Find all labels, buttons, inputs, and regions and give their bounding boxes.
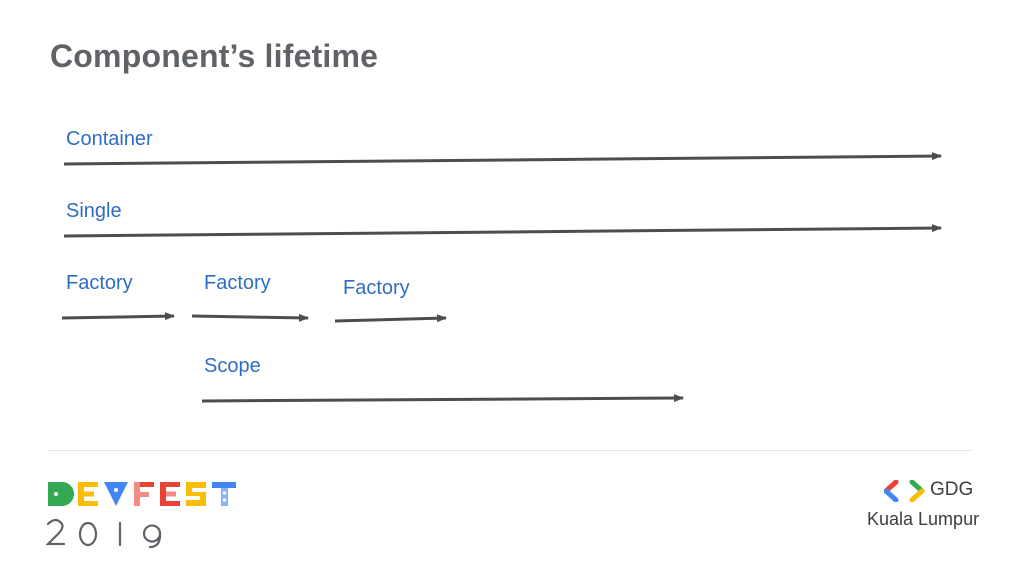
devfest-2019-logo [46, 482, 236, 549]
gdg-logo-icon [884, 480, 925, 502]
scope-label: Scope [204, 355, 261, 377]
factory-label-1: Factory [66, 272, 133, 294]
factory-arrow-2 [191, 313, 309, 322]
container-label: Container [66, 128, 153, 150]
factory-label-3: Factory [343, 277, 410, 299]
factory-arrow-1 [61, 312, 175, 321]
factory-label-2: Factory [204, 272, 271, 294]
gdg-name: GDG [930, 479, 974, 500]
slide-title: Component’s lifetime [50, 38, 379, 74]
gdg-city: Kuala Lumpur [867, 509, 980, 529]
scope-arrow [201, 394, 684, 403]
container-arrow [63, 152, 942, 166]
factory-arrow-3 [334, 314, 447, 323]
single-arrow [63, 224, 942, 238]
single-label: Single [66, 200, 122, 222]
footer-divider [48, 450, 972, 451]
